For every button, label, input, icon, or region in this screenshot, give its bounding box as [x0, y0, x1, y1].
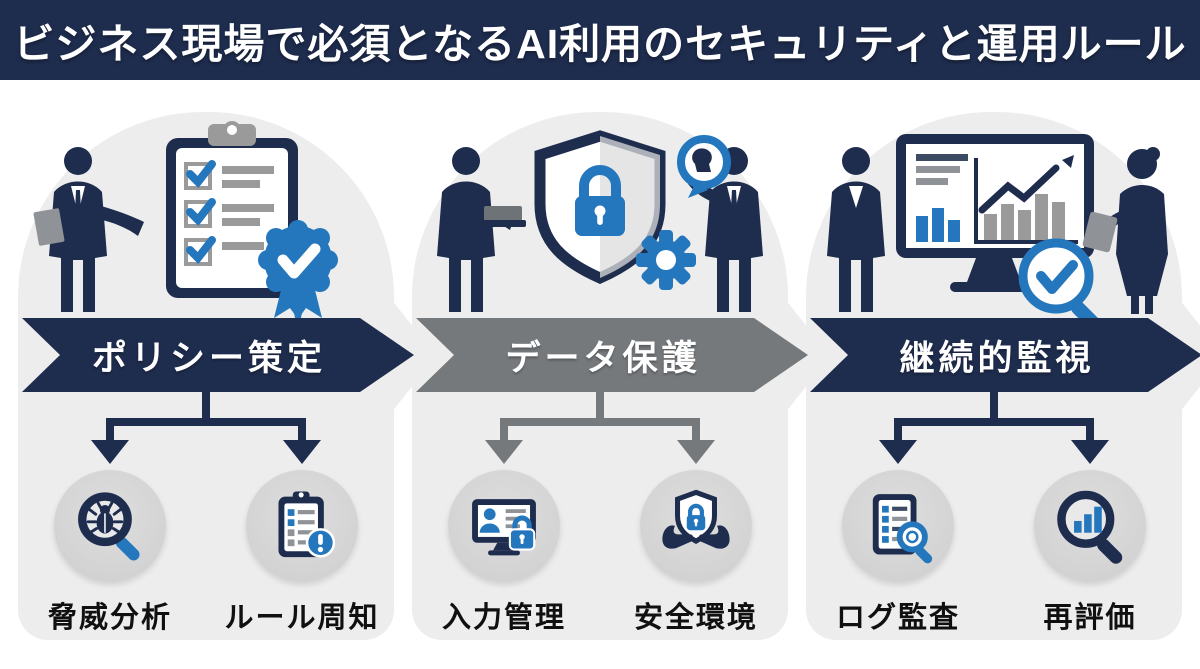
item-reevaluation: 再評価 [994, 470, 1186, 636]
item-label: 安全環境 [633, 602, 758, 634]
item-label: 再評価 [1043, 602, 1137, 634]
item-safe-environment: 安全環境 [600, 470, 792, 636]
businessman-silhouette-icon [827, 147, 885, 312]
arrow-down-icon [283, 440, 321, 464]
analytics-monitor-icon [896, 134, 1094, 292]
hands-shield-lock-icon [640, 470, 752, 582]
arrow-down-icon [677, 440, 715, 464]
gear-icon [636, 230, 696, 290]
items-policy: 脅威分析 [14, 470, 398, 636]
banner-continuous-monitoring: 継続的監視 [810, 318, 1200, 392]
connector-data-protection [408, 392, 792, 466]
magnifier-check-icon [1018, 238, 1104, 318]
items-continuous-monitoring: ログ監査 再評価 [802, 470, 1186, 636]
section-policy: ポリシー策定 [14, 92, 436, 656]
monitor-analytics-illustration [802, 110, 1186, 318]
arrow-down-icon [1071, 440, 1109, 464]
connector-policy [14, 392, 398, 466]
chart-magnifier-icon [1034, 470, 1146, 582]
banner-policy: ポリシー策定 [22, 318, 414, 392]
section-continuous-monitoring: 継続的監視 [802, 92, 1200, 656]
section-data-protection: データ保護 [408, 92, 830, 656]
clipboard-alert-icon [246, 470, 358, 582]
businessman-laptop-silhouette-icon [437, 147, 526, 312]
businessman-silhouette-icon [33, 147, 144, 312]
banner-label: 継続的監視 [899, 338, 1095, 378]
banner-label: ポリシー策定 [91, 338, 326, 378]
columns-container: ポリシー策定 [14, 92, 1200, 656]
item-log-audit: ログ監査 [802, 470, 994, 636]
item-label: ルール周知 [224, 602, 380, 634]
item-rule-dissemination: ルール周知 [206, 470, 398, 636]
businessman-checklist-illustration [14, 110, 398, 318]
speech-bubble-chat-icon [677, 135, 731, 198]
connector-continuous-monitoring [802, 392, 1186, 466]
banner-data-protection: データ保護 [416, 318, 808, 392]
item-label: 入力管理 [441, 602, 566, 634]
item-label: ログ監査 [835, 602, 960, 634]
item-label: 脅威分析 [47, 602, 172, 634]
arrow-down-icon [91, 440, 129, 464]
monitor-user-lock-icon [448, 470, 560, 582]
shield-lock-people-illustration [408, 110, 792, 318]
arrow-down-icon [485, 440, 523, 464]
title-bar: ビジネス現場で必須となるAI利用のセキュリティと運用ルール [0, 0, 1200, 80]
item-threat-analysis: 脅威分析 [14, 470, 206, 636]
businesswoman-silhouette-icon [1082, 147, 1168, 314]
approval-ribbon-icon [258, 220, 338, 318]
document-magnifier-icon [842, 470, 954, 582]
shield-lock-icon [534, 130, 666, 285]
arrow-down-icon [879, 440, 917, 464]
page-title: ビジネス現場で必須となるAI利用のセキュリティと運用ルール [13, 21, 1187, 67]
item-input-management: 入力管理 [408, 470, 600, 636]
bug-magnifier-icon [54, 470, 166, 582]
banner-label: データ保護 [505, 338, 701, 378]
items-data-protection: 入力管理 安全環境 [408, 470, 792, 636]
